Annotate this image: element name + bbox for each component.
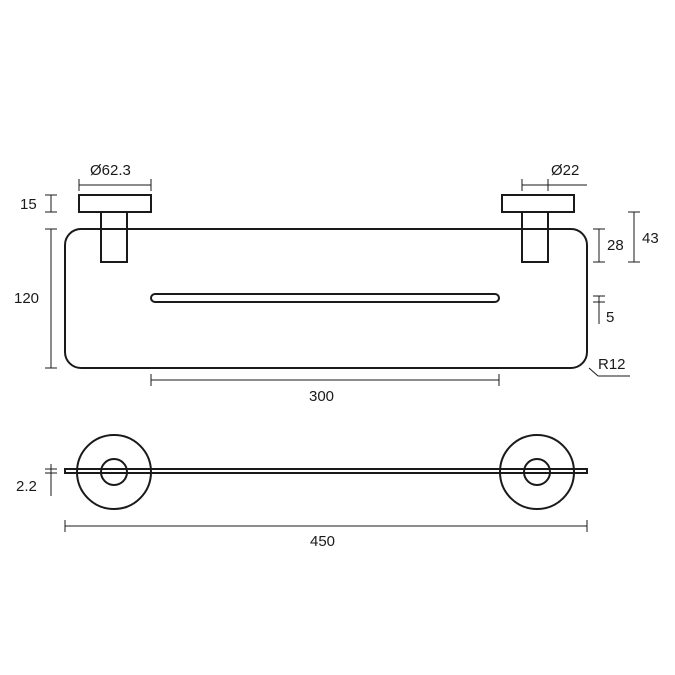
overall-height-label: 43 [642,230,659,247]
slot-length-dimension: 300 [150,374,500,405]
shelf-outline [64,228,588,369]
corner-radius-label: R12 [598,356,626,373]
bracket-height-dimension: 28 [593,228,624,263]
corner-radius-dimension: R12 [588,356,630,377]
flange-diameter-dimension: Ø62.3 [78,162,152,191]
shelf-slot [150,293,500,303]
front-view [64,194,588,369]
shelf-height-label: 120 [14,290,39,307]
slot-length-label: 300 [309,388,334,405]
glass-thickness-dimension: 2.2 [16,464,57,496]
glass-plate [64,468,588,474]
slot-height-dimension: 5 [593,295,614,326]
overall-length-label: 450 [310,533,335,550]
overall-height-dimension: 43 [628,211,659,263]
bracket-diameter-dimension: Ø22 [521,162,587,191]
left-flange [78,194,152,213]
overall-length-dimension: 450 [64,520,588,550]
bracket-height-label: 28 [607,237,624,254]
flange-thickness-dimension: 15 [20,194,57,213]
bracket-diameter-label: Ø22 [551,162,579,179]
right-flange [501,194,575,213]
shelf-height-dimension: 120 [14,228,57,369]
right-bracket-arm [521,211,549,263]
top-view [64,434,588,510]
slot-height-label: 5 [606,309,614,326]
flange-diameter-label: Ø62.3 [90,162,131,179]
left-bracket-arm [100,211,128,263]
glass-thickness-label: 2.2 [16,478,37,495]
flange-thickness-label: 15 [20,196,37,213]
